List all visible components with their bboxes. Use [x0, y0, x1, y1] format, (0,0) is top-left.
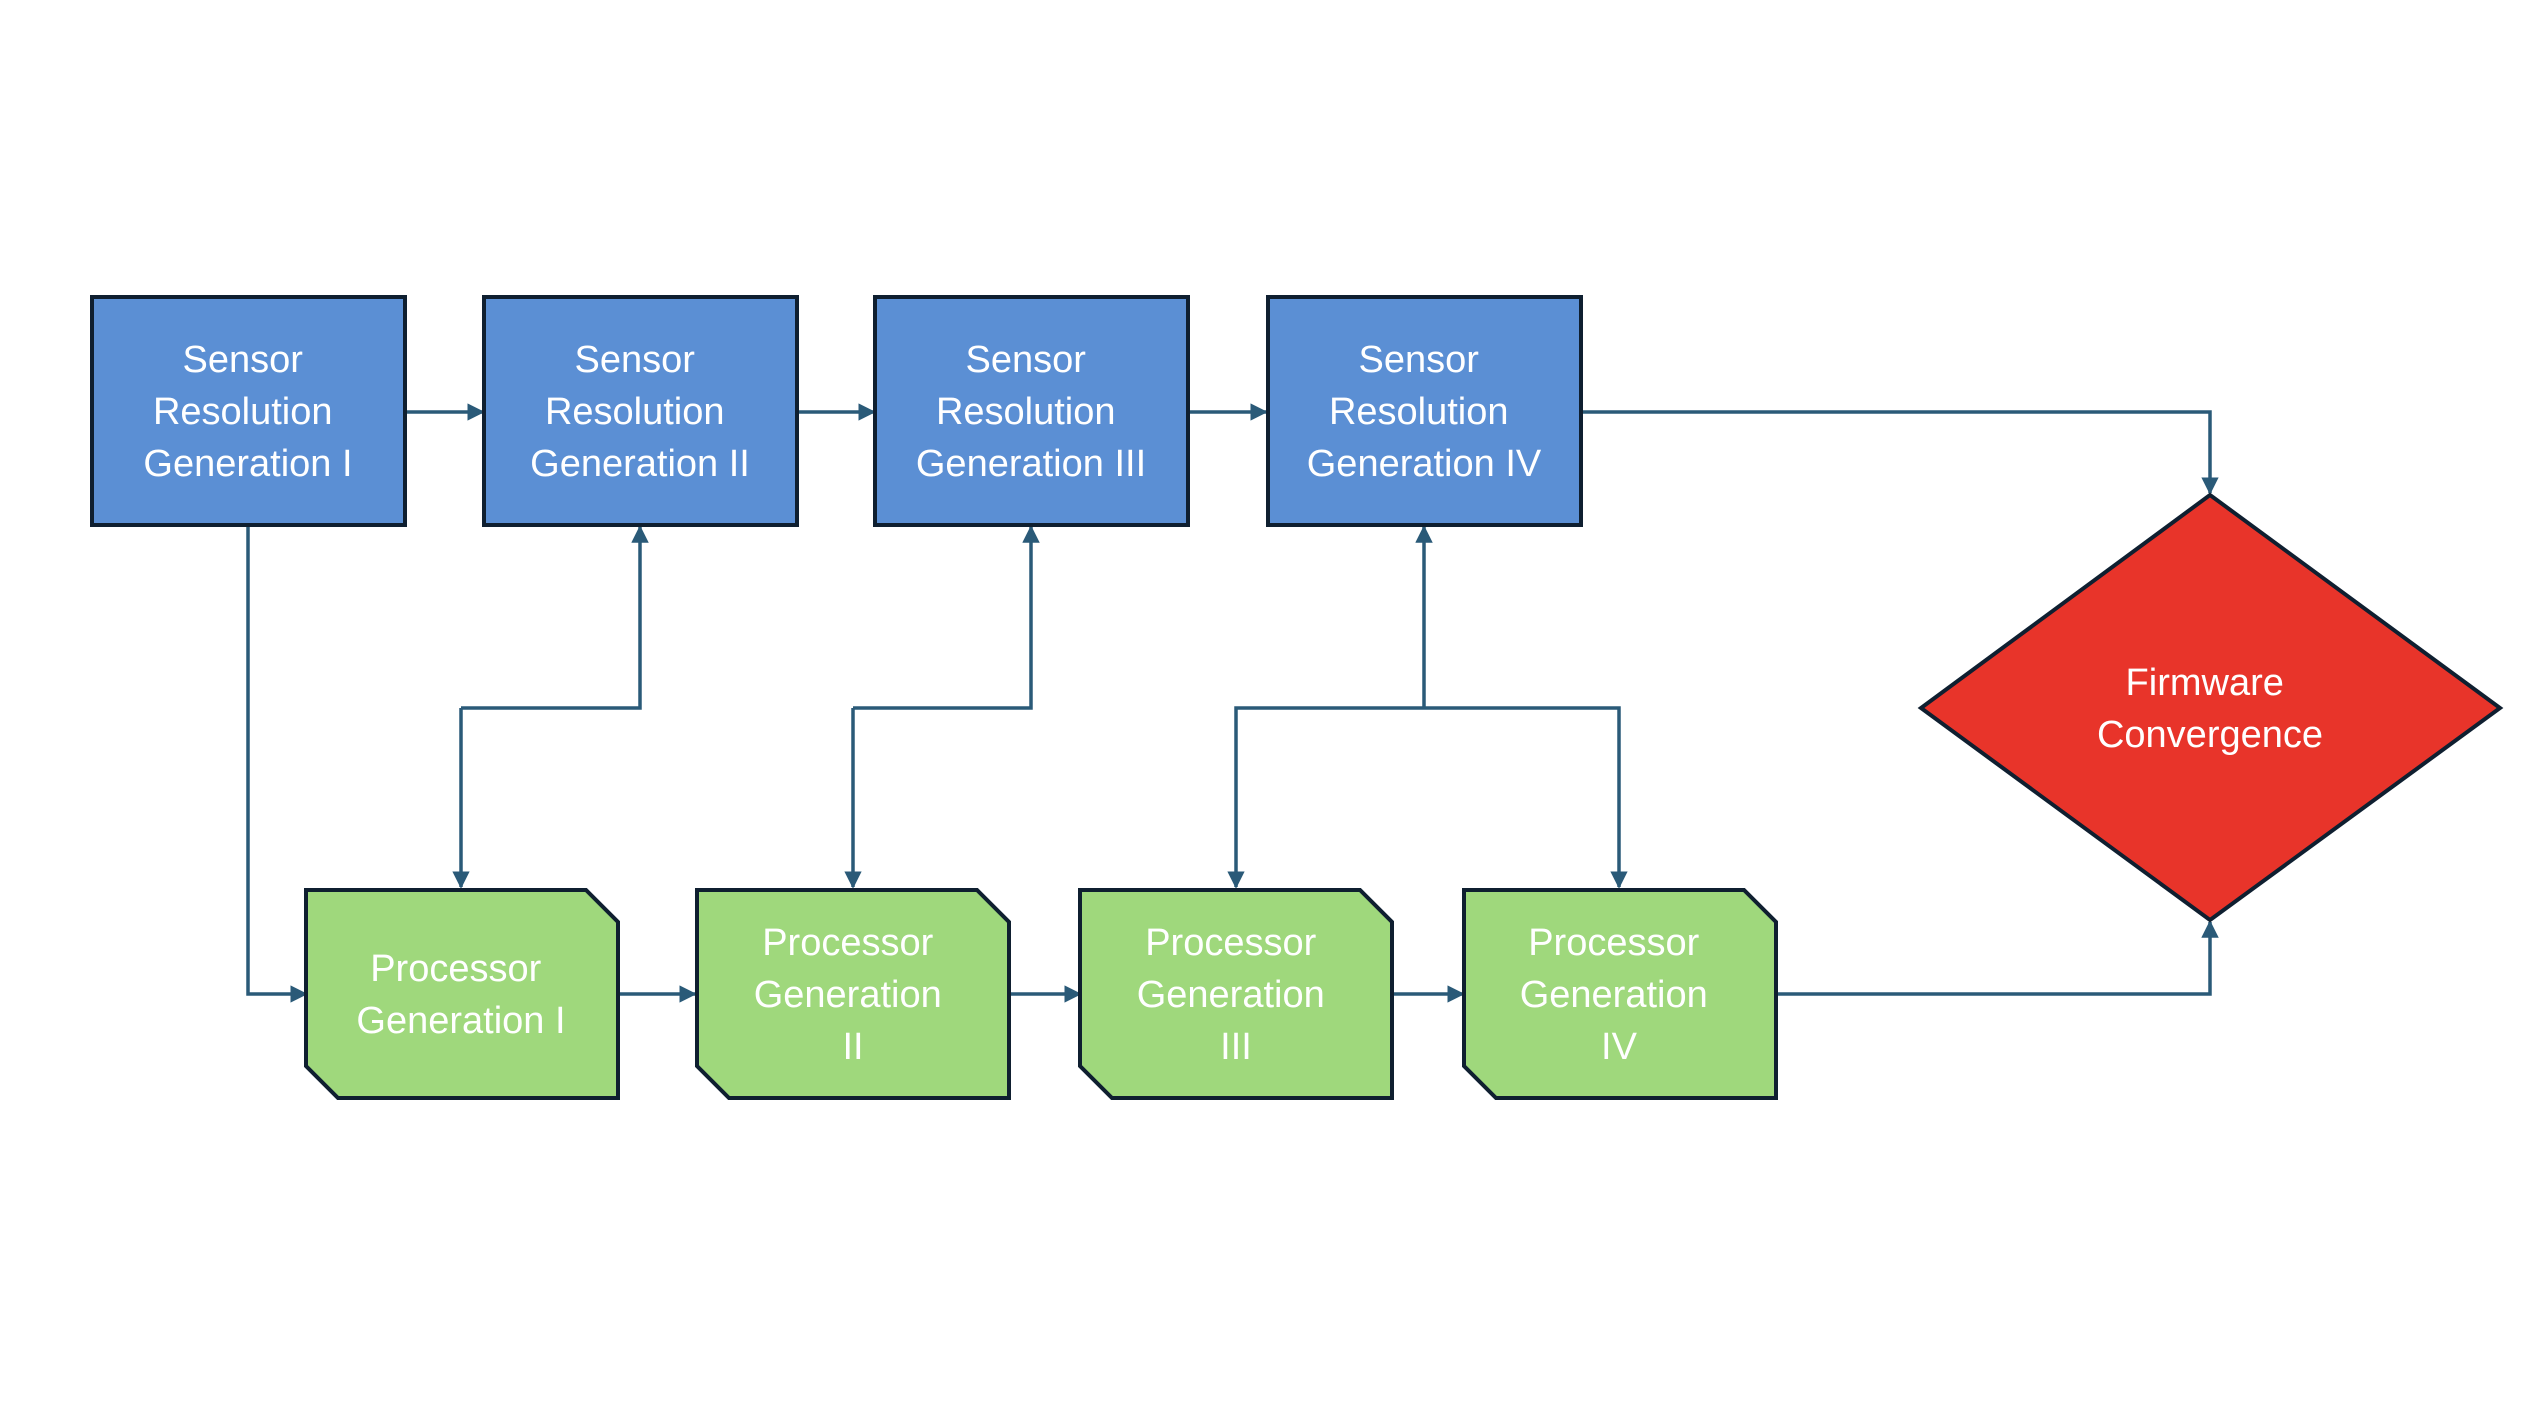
node-processor-1-label: Processor Generation I [356, 948, 565, 1042]
connector-processor-1-to-sensor-2 [461, 525, 649, 710]
connectors [246, 403, 2219, 1003]
node-sensor-4: Sensor Resolution Generation IV [1266, 295, 1583, 527]
connector-sensor-1-to-processor-1 [246, 525, 308, 1003]
node-firmware-label: Firmware Convergence [2097, 662, 2323, 756]
node-processor-4: Processor Generation IV [1462, 888, 1778, 1100]
connector-processor-4-to-firmware [1777, 920, 2219, 996]
node-processor-4-label: Processor Generation IV [1520, 922, 1719, 1068]
node-processor-2: Processor Generation II [695, 888, 1011, 1100]
connector-sensor-4-to-firmware [1582, 410, 2219, 495]
node-processor-3-label: Processor Generation III [1137, 922, 1336, 1068]
connector-processor-2-to-sensor-3 [853, 525, 1040, 710]
node-processor-3: Processor Generation III [1078, 888, 1394, 1100]
node-sensor-4-label: Sensor Resolution Generation IV [1307, 339, 1542, 485]
node-sensor-3-label: Sensor Resolution Generation III [916, 339, 1146, 485]
node-processor-1: Processor Generation I [304, 888, 620, 1100]
connector-sensor-4-to-processor-4 [1424, 706, 1628, 889]
node-sensor-1: Sensor Resolution Generation I [90, 295, 407, 527]
node-sensor-2-label: Sensor Resolution Generation II [530, 339, 750, 485]
node-sensor-2: Sensor Resolution Generation II [482, 295, 799, 527]
node-processor-2-label: Processor Generation II [754, 922, 953, 1068]
node-sensor-3: Sensor Resolution Generation III [873, 295, 1190, 527]
connector-sensor-4-to-processor-3 [1227, 706, 1424, 889]
node-sensor-1-label: Sensor Resolution Generation I [143, 339, 352, 485]
node-firmware-convergence: Firmware Convergence [1917, 492, 2504, 923]
